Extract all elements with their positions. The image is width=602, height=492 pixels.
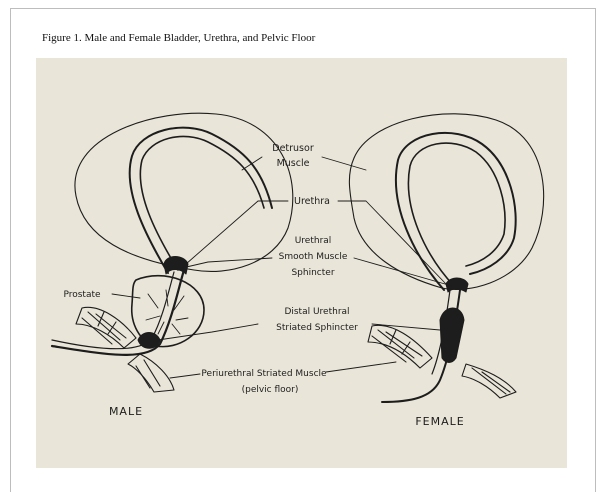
page-border-right <box>595 8 596 492</box>
label-female: FEMALE <box>415 415 464 428</box>
anatomy-diagram-svg: Detrusor Muscle Urethra Urethral Smooth … <box>36 58 567 468</box>
female-striated-sphincter <box>440 308 464 363</box>
label-striated-sphincter-line1: Distal Urethral <box>284 307 349 317</box>
page-border-left <box>10 8 11 492</box>
page-border-top <box>10 8 596 9</box>
label-smooth-sphincter-line2: Smooth Muscle <box>279 252 348 262</box>
label-periurethral-line1: Periurethral Striated Muscle <box>201 369 327 379</box>
label-detrusor-line1: Detrusor <box>272 143 314 154</box>
figure-caption: Figure 1. Male and Female Bladder, Ureth… <box>42 32 315 44</box>
male-striated-sphincter <box>138 333 160 349</box>
female-bladder-wall-inner <box>408 143 505 286</box>
male-pelvic-floor <box>76 307 174 392</box>
label-prostate: Prostate <box>63 290 101 300</box>
label-smooth-sphincter-line3: Sphincter <box>291 268 334 278</box>
label-urethra: Urethra <box>294 196 330 207</box>
label-detrusor-line2: Muscle <box>277 158 310 169</box>
label-striated-sphincter-line2: Striated Sphincter <box>276 323 358 333</box>
leader-lines <box>112 157 452 378</box>
male-smooth-sphincter <box>164 257 188 275</box>
label-male: MALE <box>109 405 143 418</box>
anatomy-diagram: Detrusor Muscle Urethra Urethral Smooth … <box>36 58 567 468</box>
label-periurethral-line2: (pelvic floor) <box>242 385 299 395</box>
label-smooth-sphincter-line1: Urethral <box>295 236 332 246</box>
